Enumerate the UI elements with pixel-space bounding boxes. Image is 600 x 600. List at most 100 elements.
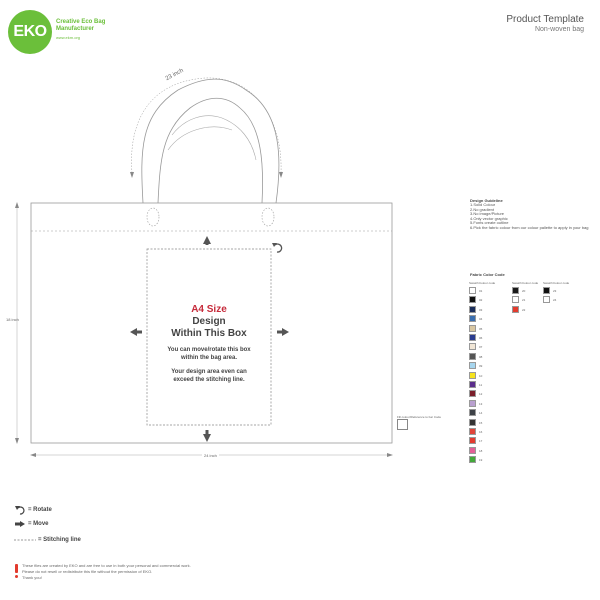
legend-rotate-icon bbox=[17, 506, 25, 515]
fabric-swatch-code: 16 bbox=[479, 430, 483, 434]
guidelines-title: Design Guideline bbox=[470, 198, 503, 203]
legend-move-icon bbox=[20, 521, 25, 527]
fabric-swatch-code: 04 bbox=[479, 317, 483, 322]
fabric-swatch[interactable] bbox=[469, 334, 476, 341]
fabric-color-title: Fabric Color Code bbox=[470, 272, 505, 277]
col3-code-header: Colour code bbox=[553, 281, 570, 285]
design-box bbox=[146, 248, 272, 426]
logo-name-line1: Creative Eco Bag bbox=[56, 19, 106, 25]
handle-dimension-arc bbox=[131, 77, 282, 174]
fabric-swatch-code: 21 bbox=[522, 298, 526, 303]
scale-reference-label: Fill colour/Reference to bar Code bbox=[397, 415, 442, 419]
fabric-swatch[interactable] bbox=[469, 362, 476, 370]
col3-swatch-header: Swatch bbox=[543, 281, 553, 285]
fabric-swatch-code: 18 bbox=[479, 448, 483, 453]
fabric-swatch-code: 20 bbox=[522, 289, 526, 293]
col1-swatch-header: Swatch bbox=[469, 281, 479, 285]
fabric-swatch[interactable] bbox=[469, 352, 476, 360]
fabric-swatch-code: 01 bbox=[479, 289, 483, 293]
a4-size-label: A4 Size bbox=[191, 304, 227, 315]
fabric-swatch[interactable] bbox=[469, 446, 476, 454]
fabric-swatch[interactable] bbox=[469, 399, 476, 407]
note1-line1: You can move/rotate this box bbox=[167, 347, 251, 353]
design-box-title: Design Within This Box bbox=[147, 316, 271, 340]
fabric-swatch-code: 15 bbox=[479, 420, 483, 425]
design-note-exceed: Your design area even can exceed the sti… bbox=[147, 368, 271, 384]
footer-line1: These files are created by EKO and are f… bbox=[22, 563, 191, 568]
fabric-swatch[interactable] bbox=[469, 409, 476, 417]
fabric-swatch[interactable] bbox=[512, 305, 519, 313]
fabric-swatch[interactable] bbox=[543, 287, 550, 294]
page-title: Product Template bbox=[506, 14, 584, 25]
fabric-swatch-code: 11 bbox=[479, 383, 483, 387]
fabric-swatch[interactable] bbox=[469, 343, 476, 351]
fabric-swatch-code: 22 bbox=[522, 307, 526, 312]
warning-icon bbox=[15, 564, 18, 573]
footer-line3: Thank you! bbox=[22, 575, 42, 580]
fabric-swatch-code: 02 bbox=[479, 298, 483, 303]
guideline-item: 5.Fonts create outline bbox=[470, 220, 509, 226]
logo-company-name: Creative Eco Bag Manufacturer bbox=[56, 19, 116, 33]
legend-rotate: = Rotate bbox=[28, 507, 52, 513]
guideline-item: 2.No gradient bbox=[470, 206, 495, 212]
design-title-line1: Design bbox=[192, 316, 226, 327]
footer-line2: Please do not resell or redistribute thi… bbox=[22, 569, 153, 574]
scale-reference-box bbox=[397, 419, 408, 430]
fabric-swatch[interactable] bbox=[469, 315, 476, 323]
col1-code-header: Colour code bbox=[479, 281, 496, 285]
fabric-swatch[interactable] bbox=[469, 437, 476, 445]
fabric-swatch-code: 03 bbox=[479, 307, 483, 312]
fabric-swatch[interactable] bbox=[469, 296, 476, 304]
note1-line2: within the bag area. bbox=[180, 355, 237, 361]
fabric-swatch[interactable] bbox=[469, 428, 476, 435]
logo-name-line2: Manufacturer bbox=[56, 26, 95, 32]
fabric-swatch[interactable] bbox=[469, 418, 476, 426]
page-subtitle: Non-woven bag bbox=[534, 26, 584, 33]
bag-body bbox=[30, 202, 393, 444]
fabric-swatch[interactable] bbox=[469, 324, 476, 332]
fabric-swatch-code: 14 bbox=[479, 411, 483, 416]
fabric-swatch-code: 19 bbox=[479, 458, 483, 463]
rotate-icon bbox=[274, 243, 283, 253]
logo-url: www.ekm.org bbox=[56, 35, 81, 40]
handle-attach-left bbox=[146, 207, 160, 227]
warning-icon-dot bbox=[15, 575, 18, 578]
width-arrow-right bbox=[387, 453, 393, 457]
fabric-swatch-code: 13 bbox=[479, 401, 483, 406]
guideline-item: 4.Only vector graphic bbox=[470, 215, 508, 221]
fabric-swatch[interactable] bbox=[469, 381, 476, 388]
fabric-swatch[interactable] bbox=[469, 371, 476, 379]
fabric-swatch[interactable] bbox=[469, 287, 476, 294]
width-arrow-left bbox=[30, 453, 36, 457]
fabric-swatch[interactable] bbox=[469, 456, 476, 464]
fabric-swatch[interactable] bbox=[469, 390, 476, 398]
fabric-swatch-code: 12 bbox=[479, 392, 483, 397]
fabric-swatch[interactable] bbox=[469, 305, 476, 313]
fabric-swatch[interactable] bbox=[512, 287, 519, 294]
move-arrow-down-icon bbox=[203, 434, 211, 442]
col2-swatch-header: Swatch bbox=[512, 281, 522, 285]
col2-code-header: Colour code bbox=[522, 281, 539, 285]
move-arrow-up-icon bbox=[203, 236, 211, 244]
fabric-swatch-code: 07 bbox=[479, 345, 483, 350]
height-arrow-top bbox=[15, 202, 19, 208]
move-arrow-right-icon bbox=[282, 328, 289, 336]
fabric-swatch-code: 09 bbox=[479, 364, 483, 369]
handle-inner bbox=[157, 97, 263, 204]
fabric-swatch[interactable] bbox=[543, 296, 550, 304]
handle-attach-right bbox=[261, 207, 275, 227]
legend-stitching: = Stitching line bbox=[38, 537, 81, 543]
fabric-swatch[interactable] bbox=[512, 296, 519, 304]
fabric-swatch-code: 05 bbox=[479, 326, 483, 331]
handle-arc-arrow-right bbox=[279, 172, 283, 178]
handle-outer bbox=[141, 78, 280, 204]
eko-logo: EKO bbox=[8, 10, 52, 54]
fabric-swatch-code: 17 bbox=[479, 439, 483, 444]
move-arrow-left-icon bbox=[130, 328, 137, 336]
fabric-swatch-code: 10 bbox=[479, 373, 483, 378]
bag-width-label: 24 inch bbox=[202, 453, 219, 458]
fabric-swatch-code: 24 bbox=[553, 298, 557, 303]
note2-line1: Your design area even can bbox=[171, 369, 247, 375]
handle-arc-arrow-left bbox=[130, 172, 134, 178]
